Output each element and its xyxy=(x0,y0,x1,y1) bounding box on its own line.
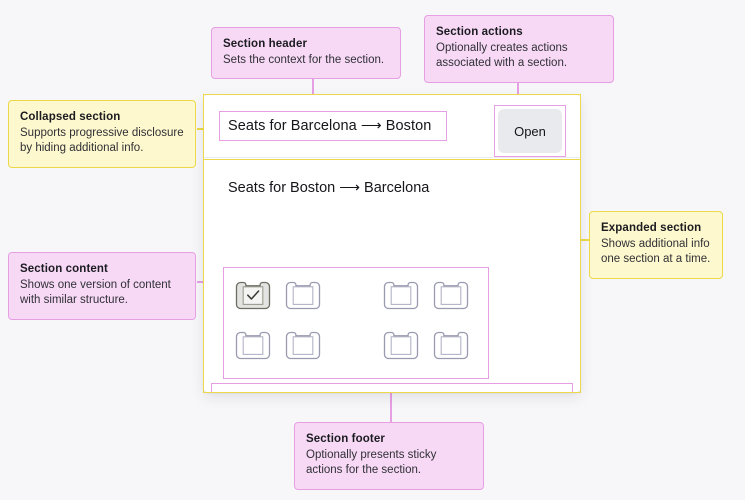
seat-selection-card: Seats for Barcelona ⟶ Boston Open Seats … xyxy=(204,95,580,392)
callout-body: Supports progressive disclosure by hidin… xyxy=(20,127,184,155)
callout-title: Section footer xyxy=(306,433,385,445)
seat-1d[interactable] xyxy=(430,274,472,316)
callout-title: Section header xyxy=(223,38,308,50)
callout-title: Section content xyxy=(20,263,108,275)
connector-expanded-section xyxy=(578,239,589,241)
callout-body: Shows additional info one section at a t… xyxy=(601,238,711,266)
connector-collapsed-section xyxy=(197,128,207,130)
callout-body: Optionally creates actions associated wi… xyxy=(436,42,568,70)
section-footer-highlight: Clear selection Close xyxy=(211,383,573,392)
section-header-highlight: Seats for Barcelona ⟶ Boston xyxy=(219,111,447,141)
callout-body: Shows one version of content with simila… xyxy=(20,279,171,307)
seat-1c[interactable] xyxy=(380,274,422,316)
expanded-section: Seats for Boston ⟶ Barcelona xyxy=(204,158,580,392)
callout-section-header: Section header Sets the context for the … xyxy=(211,27,401,80)
callout-body: Sets the context for the section. xyxy=(223,54,385,67)
connector-section-footer xyxy=(390,392,392,422)
expanded-section-title: Seats for Boston ⟶ Barcelona xyxy=(228,180,430,196)
check-icon xyxy=(247,290,260,300)
callout-expanded-section: Expanded section Shows additional info o… xyxy=(589,211,723,279)
callout-title: Section actions xyxy=(436,26,523,38)
seat-2a[interactable] xyxy=(232,324,274,366)
callout-section-actions: Section actions Optionally creates actio… xyxy=(424,15,614,83)
connector-section-actions xyxy=(517,78,519,105)
callout-collapsed-section: Collapsed section Supports progressive d… xyxy=(8,100,196,168)
seat-2d[interactable] xyxy=(430,324,472,366)
callout-title: Expanded section xyxy=(601,222,702,234)
collapsed-section-title: Seats for Barcelona ⟶ Boston xyxy=(228,118,432,134)
open-button[interactable]: Open xyxy=(498,109,562,153)
seat-aisle xyxy=(332,324,374,370)
callout-section-footer: Section footer Optionally presents stick… xyxy=(294,422,484,490)
section-content-highlight xyxy=(223,267,489,379)
callout-body: Optionally presents sticky actions for t… xyxy=(306,449,437,477)
seat-1b[interactable] xyxy=(282,274,324,316)
seat-aisle xyxy=(332,274,374,320)
seat-1a[interactable] xyxy=(232,274,274,316)
seat-map xyxy=(232,274,474,370)
collapsed-section[interactable]: Seats for Barcelona ⟶ Boston Open xyxy=(204,95,580,158)
seat-2c[interactable] xyxy=(380,324,422,366)
callout-title: Collapsed section xyxy=(20,111,121,123)
callout-section-content: Section content Shows one version of con… xyxy=(8,252,196,320)
seat-2b[interactable] xyxy=(282,324,324,366)
section-actions-highlight: Open xyxy=(494,105,566,157)
